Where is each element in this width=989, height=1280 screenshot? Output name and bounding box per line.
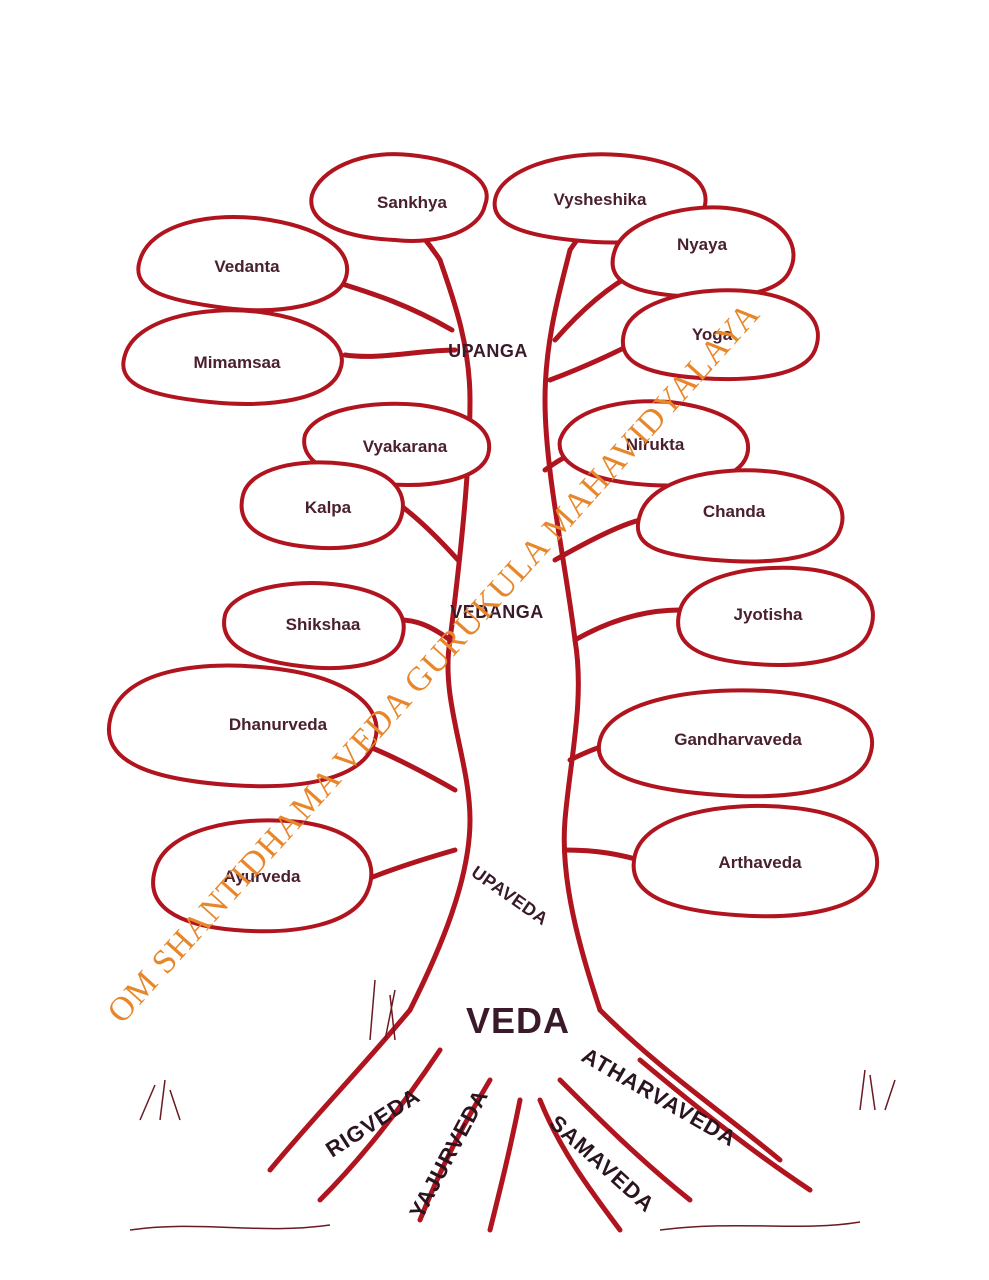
leaf-label-jyotisha: Jyotisha [734,605,804,624]
leaf-ayurveda: Ayurveda [151,818,374,934]
root-label-samaveda: SAMAVEDA [545,1110,660,1217]
leaf-label-kalpa: Kalpa [305,498,352,517]
leaf-label-vedanta: Vedanta [214,257,280,276]
leaf-kalpa: Kalpa [239,460,405,550]
leaf-label-sankhya: Sankhya [377,193,447,212]
leaf-label-nyaya: Nyaya [677,235,728,254]
leaf-label-vysheshika: Vysheshika [554,190,647,209]
leaf-label-yoga: Yoga [692,325,733,344]
leaf-yoga: Yoga [621,288,820,382]
leaf-dhanurveda: Dhanurveda [106,663,379,789]
leaf-mimamsaa: Mimamsaa [121,308,344,406]
leaf-label-shikshaa: Shikshaa [286,615,361,634]
leaf-sankhya: Sankhya [309,152,489,243]
tree-roots [267,1007,813,1233]
leaf-label-ayurveda: Ayurveda [224,867,301,886]
leaf-gandharvaveda: Gandharvaveda [596,688,875,799]
section-label-vedanga: VEDANGA [450,602,544,622]
leaf-label-dhanurveda: Dhanurveda [229,715,328,734]
leaf-label-nirukta: Nirukta [626,435,685,454]
ground [129,979,896,1231]
leaf-label-mimamsaa: Mimamsaa [194,353,281,372]
leaf-jyotisha: Jyotisha [676,565,875,667]
leaf-nirukta: Nirukta [557,399,751,488]
center-label-veda: VEDA [466,1000,570,1041]
leaf-shikshaa: Shikshaa [222,581,406,670]
leaf-label-vyakarana: Vyakarana [363,437,448,456]
leaf-arthaveda: Arthaveda [631,803,880,919]
section-label-upanga: UPANGA [448,341,528,361]
leaf-label-arthaveda: Arthaveda [718,853,802,872]
section-label-upaveda: UPAVEDA [468,862,552,929]
leaf-nyaya: Nyaya [610,205,796,300]
leaf-label-chanda: Chanda [703,502,766,521]
leaf-chanda: Chanda [636,468,845,564]
root-label-atharvaveda: ATHARVAVEDA [578,1043,742,1152]
leaf-vedanta: Vedanta [136,215,350,313]
leaf-label-gandharvaveda: Gandharvaveda [674,730,802,749]
